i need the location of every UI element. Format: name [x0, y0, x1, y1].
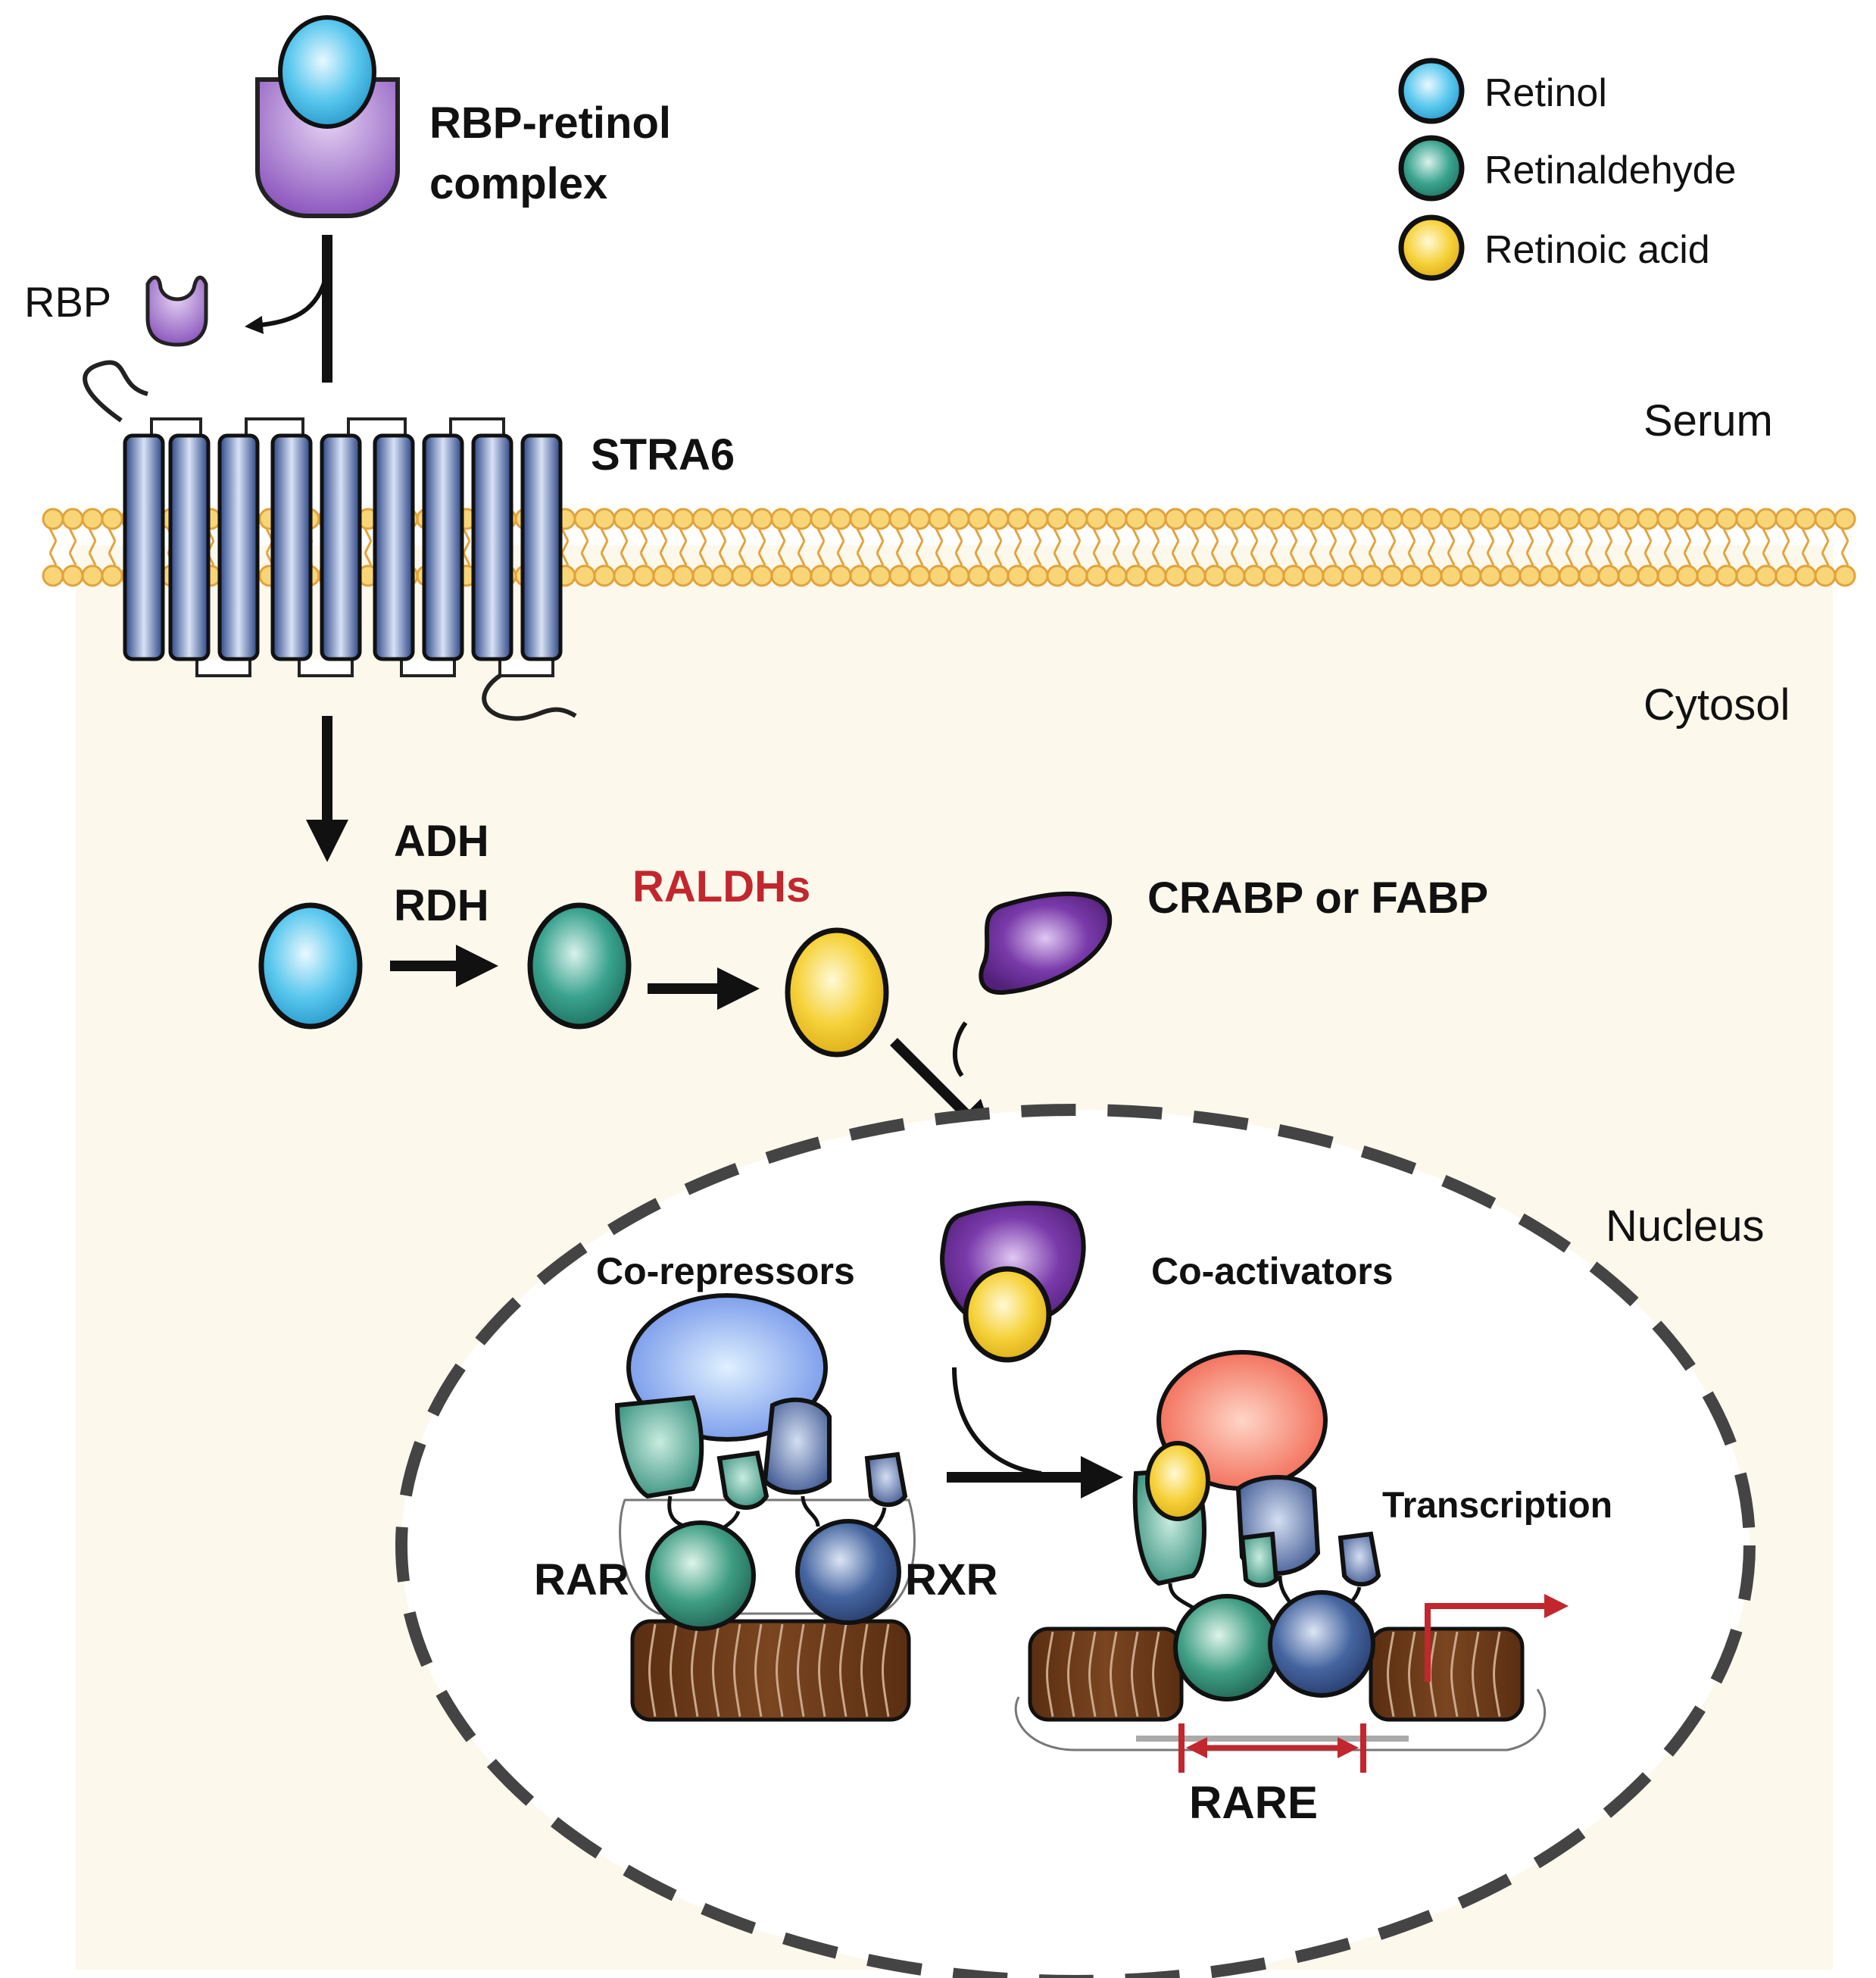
rar-label: RAR — [534, 1555, 629, 1605]
nucleus-label: Nucleus — [1606, 1201, 1765, 1251]
rxr-receptor — [795, 1519, 901, 1625]
activated-rar-receptor — [1173, 1594, 1281, 1701]
rar-receptor — [645, 1520, 756, 1631]
cytosol-retinoic-acid — [785, 927, 889, 1058]
free-rbp-icon — [145, 275, 208, 347]
crabp-fabp-label: CRABP or FABP — [1147, 873, 1488, 923]
legend-retinol-icon — [1398, 58, 1465, 124]
retinol-molecule — [278, 15, 376, 129]
rbp-release-arrow — [245, 272, 329, 334]
stra6-label: STRA6 — [591, 430, 735, 480]
coactivator-complex — [1014, 1350, 1547, 1751]
rbp-retinol-label-line2: complex — [429, 159, 607, 208]
legend-retinoic-acid-icon — [1398, 214, 1465, 281]
stra6-receptor — [83, 360, 577, 721]
crabp-protein — [979, 891, 1113, 995]
adh-label: ADH — [394, 817, 489, 866]
legend-retinoic-acid-label: Retinoic acid — [1484, 228, 1710, 272]
raldhs-label: RALDHs — [632, 862, 810, 911]
legend-retinaldehyde-label: Retinaldehyde — [1484, 148, 1736, 192]
cytosol-retinol — [258, 902, 363, 1030]
corepressor-complex — [614, 1293, 916, 1722]
transcription-label: Transcription — [1382, 1486, 1612, 1526]
co-repressors-label: Co-repressors — [596, 1250, 855, 1292]
nuclear-retinoic-acid — [963, 1266, 1052, 1363]
cytosol-label: Cytosol — [1643, 680, 1790, 730]
transcription-start-arrow — [1425, 1594, 1569, 1682]
rxr-label: RXR — [905, 1555, 997, 1605]
rare-label: RARE — [1189, 1777, 1318, 1828]
bound-retinoic-acid — [1145, 1441, 1210, 1521]
cytosol-retinaldehyde — [527, 902, 632, 1030]
rbp-label: RBP — [24, 278, 111, 326]
activated-rxr-receptor — [1268, 1590, 1375, 1698]
rbp-retinol-label-line1: RBP-retinol — [429, 98, 671, 148]
rbp-retinol-complex — [255, 15, 400, 218]
serum-label: Serum — [1643, 396, 1773, 445]
ra-binding-curve — [952, 1367, 1042, 1476]
legend: Retinol Retinaldehyde Retinoic acid — [1398, 58, 1736, 281]
crabp-join-curve — [952, 1021, 968, 1077]
rdh-label: RDH — [394, 881, 489, 930]
co-activators-label: Co-activators — [1151, 1250, 1394, 1292]
legend-retinol-label: Retinol — [1484, 71, 1607, 115]
rare-bracket — [1178, 1723, 1366, 1773]
legend-retinaldehyde-icon — [1398, 135, 1465, 202]
